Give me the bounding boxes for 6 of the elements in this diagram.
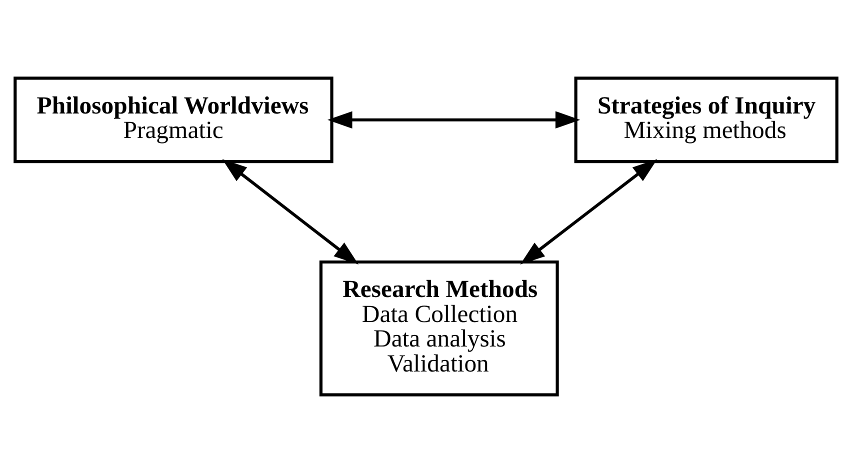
node-box: Strategies of Inquiry Mixing methods [574,76,838,163]
arrow [222,158,359,264]
arrow [328,110,580,128]
arrow [520,158,658,264]
node-box: Philosophical Worldviews Pragmatic [14,76,334,163]
node-box: Research Methods Data Collection Data analysis Validation [319,260,559,396]
